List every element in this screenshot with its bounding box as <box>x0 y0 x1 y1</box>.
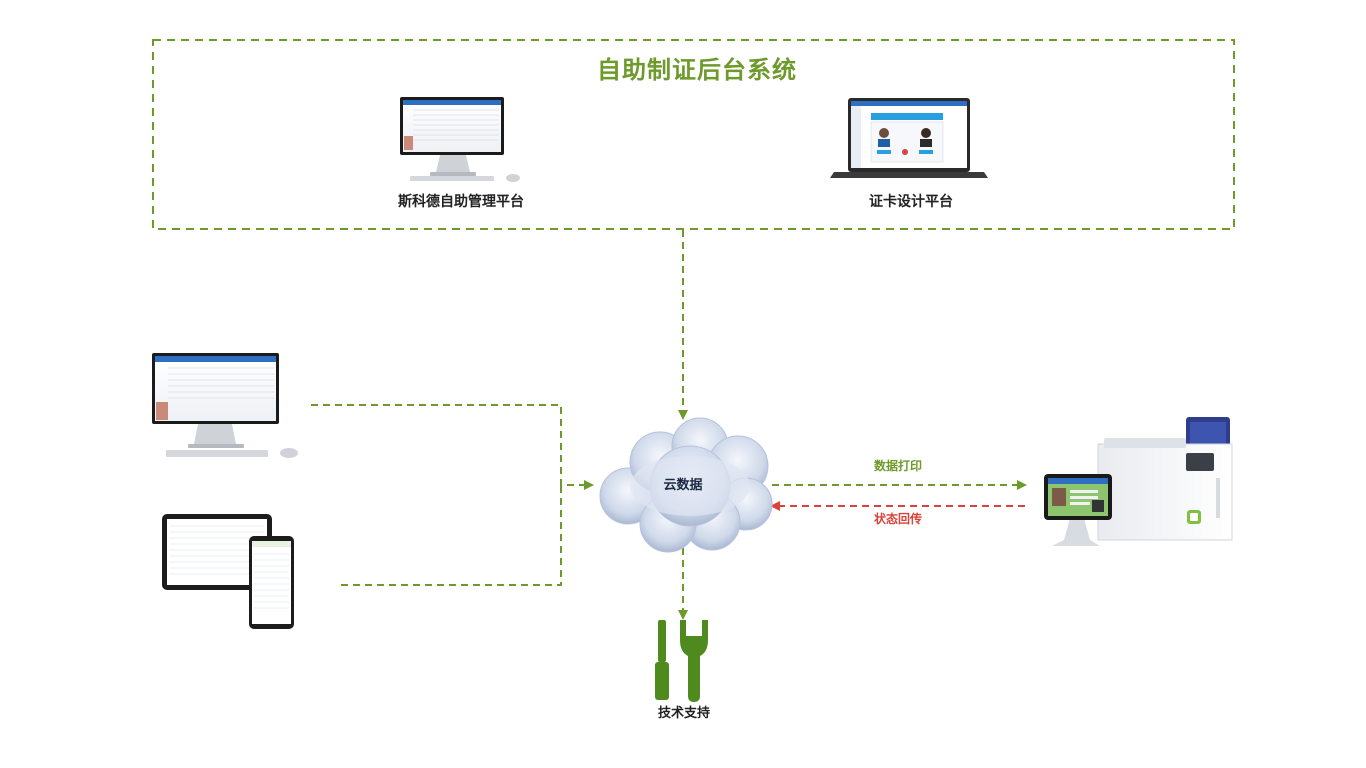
tools-icon <box>655 620 708 702</box>
client-desktop-icon <box>152 353 298 458</box>
backend-system-title: 自助制证后台系统 <box>597 56 797 84</box>
desktop-to-cloud-connector <box>311 404 594 490</box>
card-design-laptop-icon <box>830 98 988 178</box>
card-design-platform-label: 证卡设计平台 <box>869 194 953 210</box>
admin-desktop-icon <box>400 97 520 182</box>
backend-system-frame <box>152 39 1235 230</box>
technical-support-label: 技术支持 <box>657 706 711 721</box>
kiosk-tablet-icon <box>1044 474 1112 546</box>
cloud-data-label: 云数据 <box>663 478 703 493</box>
tablet-phone-icon <box>162 514 294 629</box>
admin-platform-label: 斯科德自助管理平台 <box>398 194 524 210</box>
data-print-label: 数据打印 <box>873 459 923 473</box>
mobile-to-cloud-connector <box>341 485 562 586</box>
status-return-label: 状态回传 <box>873 512 923 526</box>
card-printer-icon <box>1097 417 1233 541</box>
cloud-icon <box>599 417 773 553</box>
